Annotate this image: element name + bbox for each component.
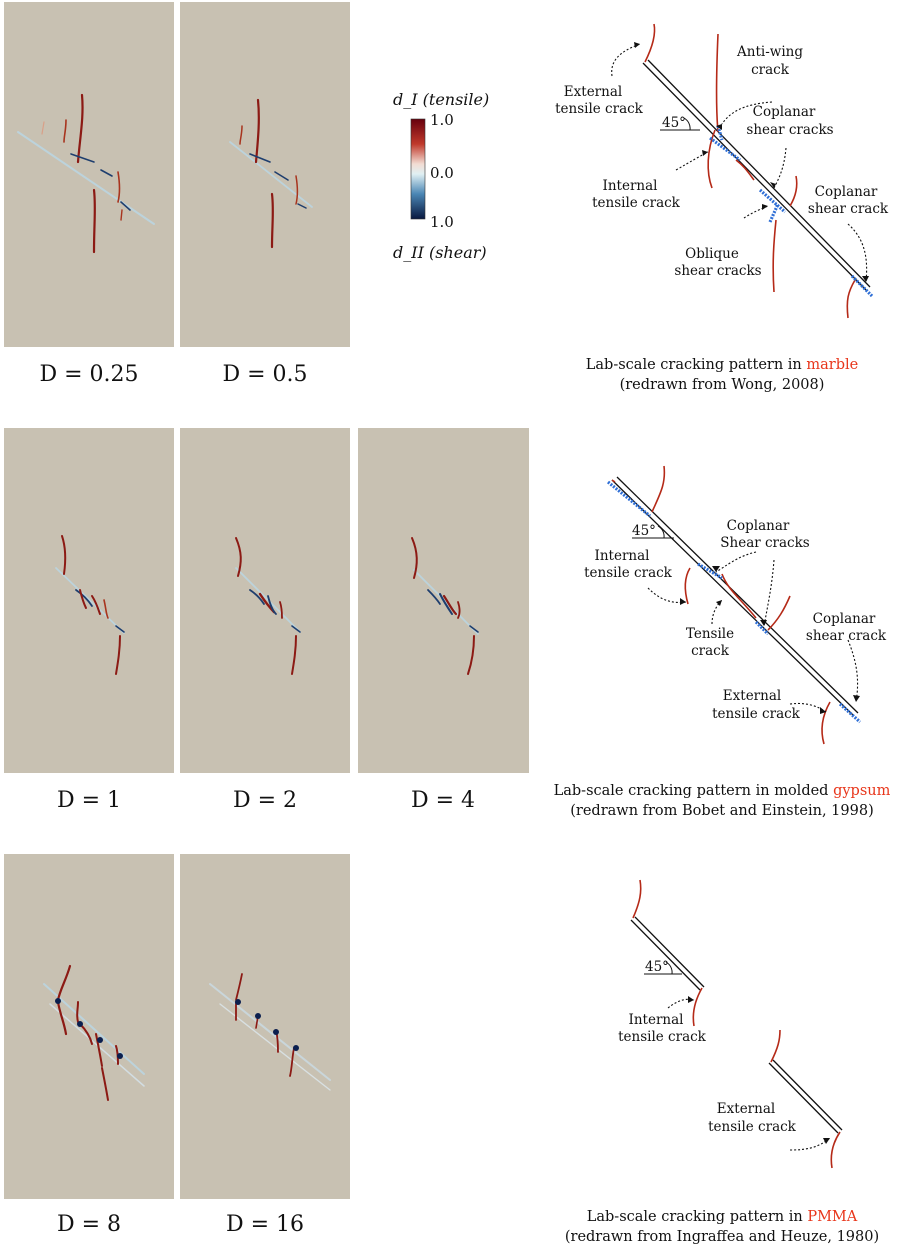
pmma-angle-label: 45°: [645, 959, 669, 975]
pmma-label-internal-2: tensile crack: [618, 1029, 707, 1045]
caption-pmma-material: PMMA: [807, 1209, 858, 1225]
marble-label-oblique-2: shear cracks: [674, 263, 761, 279]
sim-panel-d16: [180, 854, 350, 1199]
colorbar-tick-bottom: 1.0: [430, 213, 454, 231]
gypsum-label-coplanar-single-1: Coplanar: [813, 611, 876, 627]
label-d025: D = 0.25: [39, 362, 139, 387]
caption-marble-material: marble: [806, 357, 859, 373]
sim-panel-d1: [4, 428, 174, 773]
marble-angle-label: 45°: [662, 115, 686, 131]
marble-label-antiwing-1: Anti-wing: [736, 44, 803, 60]
gypsum-label-external-2: tensile crack: [712, 706, 801, 722]
sim-panel-d05: [180, 2, 350, 347]
sim-panel-d2: [180, 428, 350, 773]
marble-label-internal-1: Internal: [603, 178, 658, 194]
colorbar-tick-mid: 0.0: [430, 164, 454, 182]
gypsum-label-coplanar-2: Shear cracks: [720, 535, 810, 551]
gypsum-label-external-1: External: [723, 688, 781, 704]
gypsum-label-coplanar-1: Coplanar: [727, 518, 790, 534]
gypsum-label-tensile-2: crack: [691, 643, 730, 659]
marble-label-coplanar-single-1: Coplanar: [815, 184, 878, 200]
caption-gypsum-source: (redrawn from Bobet and Einstein, 1998): [570, 803, 874, 819]
colorbar-tick-top: 1.0: [430, 111, 454, 129]
marble-label-external-2: tensile crack: [555, 101, 644, 117]
marble-label-external-1: External: [564, 84, 622, 100]
caption-pmma: Lab-scale cracking pattern in PMMA (redr…: [522, 1207, 906, 1247]
caption-marble-source: (redrawn from Wong, 2008): [619, 377, 825, 393]
caption-pmma-source: (redrawn from Ingraffea and Heuze, 1980): [564, 1229, 880, 1245]
label-d4: D = 4: [410, 788, 476, 813]
marble-label-internal-2: tensile crack: [592, 195, 681, 211]
marble-label-coplanar-1: Coplanar: [753, 104, 816, 120]
pmma-label-external-2: tensile crack: [708, 1119, 797, 1135]
label-d16: D = 16: [225, 1212, 305, 1237]
gypsum-label-coplanar-single-2: shear crack: [806, 628, 887, 644]
marble-label-coplanar-single-2: shear crack: [808, 201, 889, 217]
gypsum-label-internal-2: tensile crack: [584, 565, 673, 581]
caption-marble-pre: Lab-scale cracking pattern in: [585, 357, 807, 373]
gypsum-angle-label: 45°: [632, 523, 656, 539]
label-d8: D = 8: [56, 1212, 122, 1237]
caption-gypsum-material: gypsum: [833, 783, 891, 799]
sim-panel-d025: [4, 2, 174, 347]
label-d2: D = 2: [232, 788, 298, 813]
gypsum-label-tensile-1: Tensile: [686, 626, 734, 642]
colorbar-title-bottom: d_II (shear): [393, 243, 487, 262]
sim-panel-d4: [358, 428, 529, 773]
marble-label-antiwing-2: crack: [751, 62, 790, 78]
colorbar: [410, 118, 426, 220]
gypsum-label-internal-1: Internal: [595, 548, 650, 564]
sim-panel-d8: [4, 854, 174, 1199]
caption-marble: Lab-scale cracking pattern in marble (re…: [522, 355, 906, 395]
pmma-label-internal-1: Internal: [629, 1012, 684, 1028]
caption-gypsum: Lab-scale cracking pattern in molded gyp…: [522, 781, 906, 821]
label-d1: D = 1: [56, 788, 122, 813]
caption-gypsum-pre: Lab-scale cracking pattern in molded: [553, 783, 834, 799]
pmma-label-external-1: External: [717, 1101, 775, 1117]
colorbar-title-top: d_I (tensile): [393, 90, 490, 109]
label-d05: D = 0.5: [222, 362, 308, 387]
marble-label-oblique-1: Oblique: [685, 246, 739, 262]
marble-label-coplanar-2: shear cracks: [746, 122, 833, 138]
caption-pmma-pre: Lab-scale cracking pattern in: [586, 1209, 808, 1225]
